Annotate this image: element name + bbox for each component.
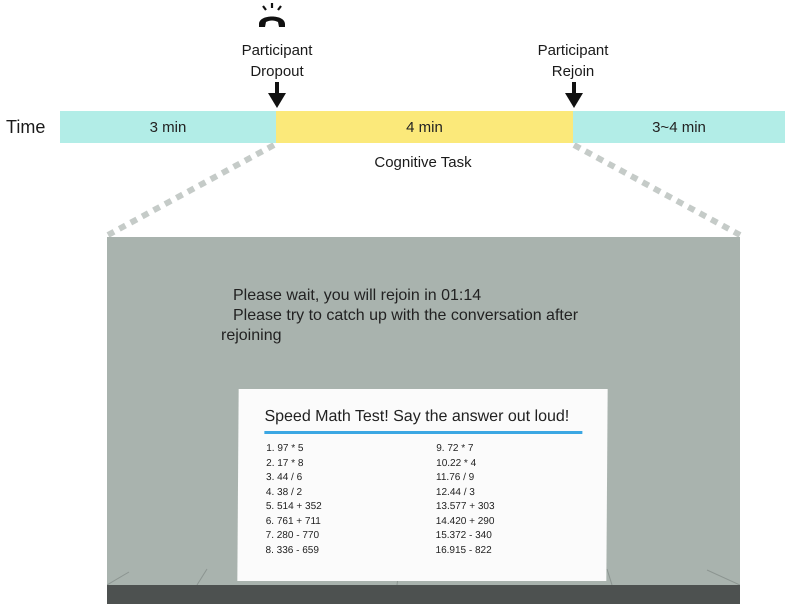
wait-line-instruction: Please try to catch up with the conversa… — [233, 307, 579, 324]
math-question: 4. 38 / 2 — [265, 486, 303, 498]
board-title: Speed Math Test! Say the answer out loud… — [264, 408, 570, 425]
math-question: 10.22 * 4 — [436, 457, 477, 469]
time-axis-label: Time — [6, 117, 46, 137]
math-question: 5. 514 + 352 — [265, 501, 322, 512]
timeline-segment-before-dropout: 3 min — [60, 111, 276, 143]
segment-label: 3~4 min — [652, 118, 706, 136]
rejoin-label-line-1: Participant — [537, 42, 609, 59]
math-question: 8. 336 - 659 — [265, 544, 319, 556]
floor — [107, 585, 740, 604]
math-question: 6. 761 + 711 — [265, 515, 321, 527]
timeline-segment-cognitive-task: 4 min — [276, 111, 573, 143]
math-question: 16.915 - 822 — [435, 544, 492, 556]
math-question: 3. 44 / 6 — [266, 472, 303, 483]
wait-line-countdown: Please wait, you will rejoin in 01:14 — [233, 287, 482, 304]
math-question: 7. 280 - 770 — [265, 530, 320, 541]
math-question: 9. 72 * 7 — [436, 443, 474, 454]
math-question: 11.76 / 9 — [436, 472, 475, 483]
cognitive-task-label: Cognitive Task — [374, 154, 472, 171]
floor-grid — [107, 568, 740, 586]
math-question: 2. 17 * 8 — [266, 457, 304, 469]
rejoin-label-line-2: Rejoin — [551, 63, 595, 80]
arrow-down-icon — [565, 82, 583, 108]
math-question: 13.577 + 303 — [435, 501, 495, 512]
questions-right-column: 9. 72 * 7 10.22 * 4 11.76 / 9 12.44 / 3 13.5… — [435, 442, 495, 558]
participant-dropout-label: Participant Dropout — [217, 40, 337, 82]
dropout-label-line-1: Participant — [241, 42, 313, 59]
zoom-line-left — [106, 142, 276, 238]
zoom-line-right — [572, 142, 742, 238]
wait-line-instruction-end: rejoining — [221, 327, 282, 344]
math-question: 15.372 - 340 — [435, 530, 492, 541]
arrow-down-icon — [268, 82, 286, 108]
wait-message: Please wait, you will rejoin in 01:14 Pl… — [221, 286, 653, 346]
board-title-underline — [264, 431, 583, 434]
math-question: 1. 97 * 5 — [266, 443, 304, 454]
speed-math-board: Speed Math Test! Say the answer out loud… — [237, 389, 608, 581]
segment-label: 3 min — [149, 118, 187, 136]
questions-left-column: 1. 97 * 5 2. 17 * 8 3. 44 / 6 4. 38 / 2 5. 5… — [265, 442, 322, 558]
participant-rejoin-label: Participant Rejoin — [513, 40, 633, 82]
math-question: 12.44 / 3 — [435, 486, 475, 498]
timeline-segment-after-rejoin: 3~4 min — [573, 111, 785, 143]
math-question: 14.420 + 290 — [435, 515, 495, 527]
dropout-label-line-2: Dropout — [250, 63, 304, 80]
segment-label: 4 min — [406, 118, 443, 136]
phone-ringing-icon — [259, 3, 285, 27]
